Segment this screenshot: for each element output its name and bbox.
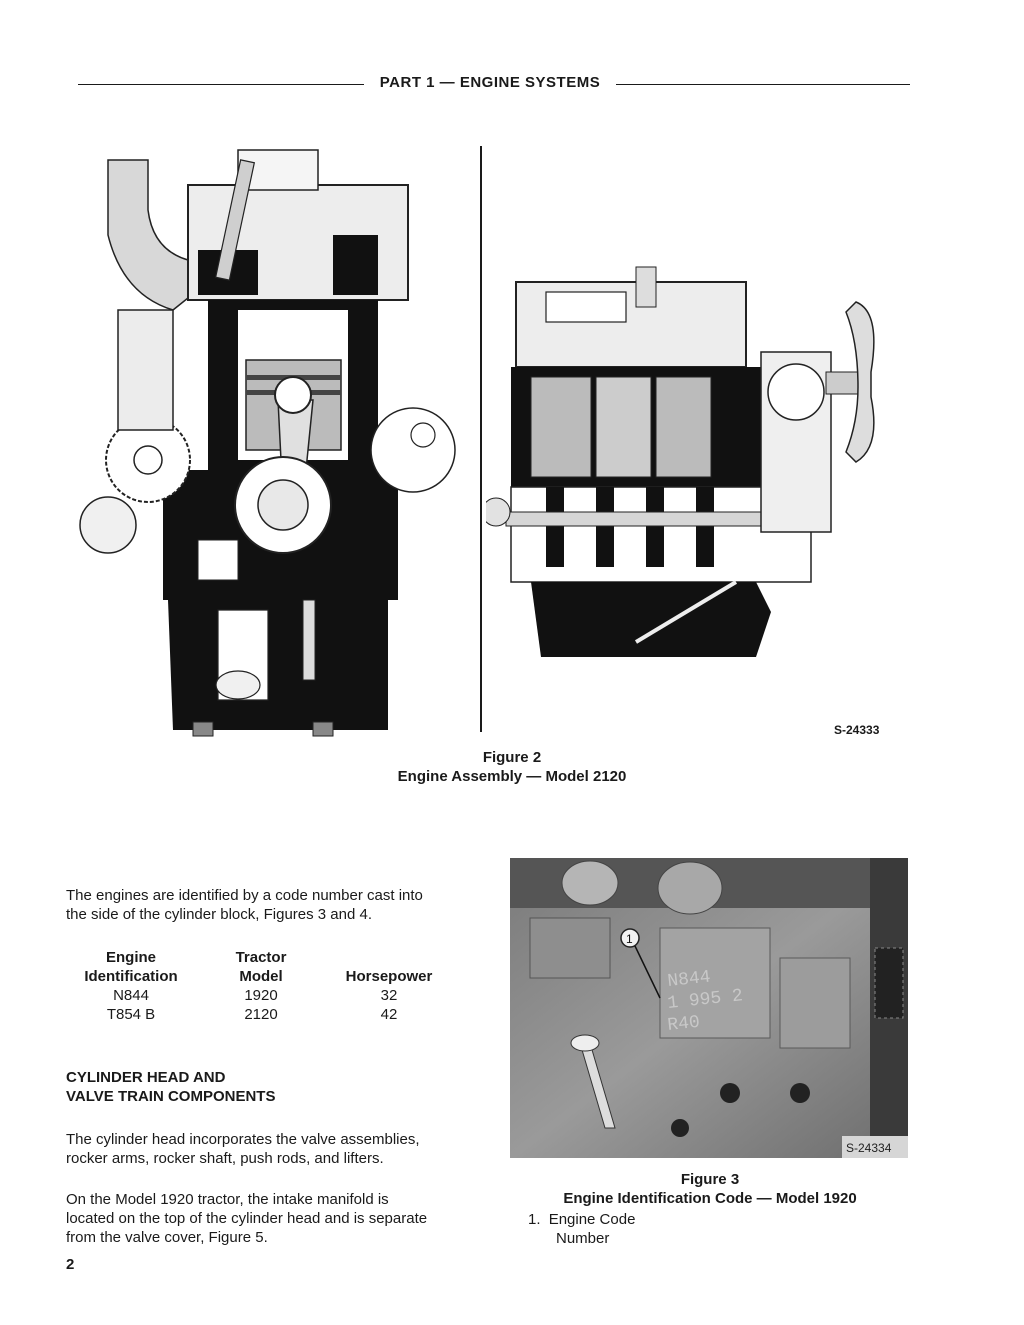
header-horsepower: Horsepower [345,968,433,985]
para2-line-3: from the valve cover, Figure 5. [66,1229,268,1246]
section-heading-line-2: VALVE TRAIN COMPONENTS [66,1088,276,1105]
header-horsepower-blank [334,948,444,967]
section-heading: CYLINDER HEAD AND VALVE TRAIN COMPONENTS [66,1068,275,1106]
page-header: PART 1 — ENGINE SYSTEMS [78,74,910,96]
para2-line-2: located on the top of the cylinder head … [66,1210,428,1227]
cell-model-row-2: 2120 [244,1006,278,1023]
para1-line-1: The cylinder head incorporates the valve… [66,1131,420,1148]
intro-line-2: the side of the cylinder block, Figures … [66,906,373,923]
figure3-label: Figure 3 [680,1171,740,1188]
cell-horsepower-row-1: 32 [380,987,398,1004]
header-rule-right [616,84,910,85]
header-tractor: Tractor [235,949,287,966]
cast-code-line-1: N844 [667,968,712,992]
figure2-label: Figure 2 [482,749,542,766]
intro-line-1: The engines are identified by a code num… [66,887,423,904]
legend-number: 1. [528,1211,541,1228]
figure2-reference-code: S-24333 [834,723,880,737]
header-identification: Identification [84,968,178,985]
column-horsepower: Horsepower 32 42 [334,948,444,1024]
figure3-reference-code: S-24334 [846,1141,892,1155]
header-engine: Engine [105,949,156,966]
figure3-legend: 1. Engine Code Number [528,1210,635,1248]
photo-callout-label: 1 [626,932,633,946]
figure3-caption: Figure 3 Engine Identification Code — Mo… [500,1170,920,1208]
column-tractor-model: Tractor Model 1920 2120 [216,948,306,1024]
cell-horsepower-row-2: 42 [380,1006,398,1023]
engine-front-cutaway-illustration [79,149,456,737]
header-title: PART 1 — ENGINE SYSTEMS [379,74,601,91]
engine-identification-table: Engine Identification N844 T854 B Tracto… [66,948,466,1028]
section-heading-line-1: CYLINDER HEAD AND [66,1069,226,1086]
cell-engine-row-1: N844 [113,987,149,1004]
figure-divider [480,146,482,732]
header-model: Model [239,968,283,985]
header-rule-left [78,84,364,85]
engine-block-photo: 1 N844 1 995 2 R40 S-24334 [510,858,908,1158]
para2-line-1: On the Model 1920 tractor, the intake ma… [66,1191,389,1208]
column-engine-identification: Engine Identification N844 T854 B [66,948,196,1024]
legend-line-2: Number [556,1230,610,1247]
legend-line-1: Engine Code [548,1211,636,1228]
cell-model-row-1: 1920 [244,987,278,1004]
engine-block-photo-graphic: 1 N844 1 995 2 R40 S-24334 [510,858,908,1158]
cell-engine-row-2: T854 B [106,1006,156,1023]
para1-line-2: rocker arms, rocker shaft, push rods, an… [66,1150,384,1167]
section-paragraph-1: The cylinder head incorporates the valve… [66,1130,476,1168]
page-number: 2 [66,1256,75,1273]
callout-circle [620,928,640,948]
cast-code-line-3: R40 [667,1013,701,1036]
figure3-title: Engine Identification Code — Model 1920 [563,1190,857,1207]
section-paragraph-2: On the Model 1920 tractor, the intake ma… [66,1190,476,1247]
intro-paragraph: The engines are identified by a code num… [66,886,476,924]
figure3-legend-item: 1. Engine Code [528,1210,635,1229]
figure2-title: Engine Assembly — Model 2120 [397,768,627,785]
engine-side-cutaway-illustration [486,266,875,657]
figure2-caption: Figure 2 Engine Assembly — Model 2120 [300,748,724,786]
